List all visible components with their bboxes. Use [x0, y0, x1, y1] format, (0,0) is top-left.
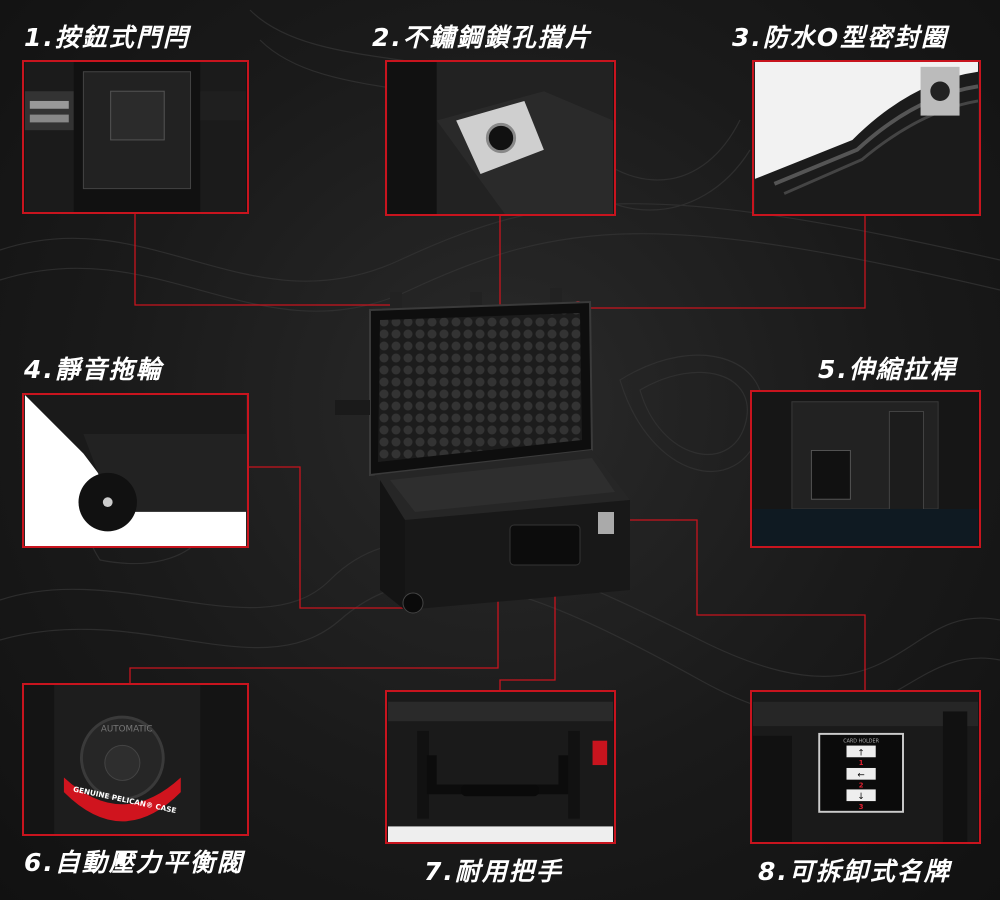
arrow-left-icon: ←: [857, 771, 864, 781]
carry-handle-image: [388, 692, 613, 842]
feature-label-o-ring: 3.防水O型密封圈: [732, 23, 949, 52]
detail-panel-carry-handle: [385, 690, 616, 844]
feature-label-latch: 1.按鈕式門閂: [24, 23, 190, 52]
arrow-up-icon: ↑: [857, 748, 864, 758]
step-2: 2: [859, 781, 864, 789]
feature-label-keyhole-plate: 2.不鏽鋼鎖孔擋片: [372, 23, 592, 52]
feature-label-handle-rod: 5.伸縮拉桿: [818, 355, 957, 384]
feature-label-nameplate: 8.可拆卸式名牌: [758, 857, 951, 886]
detail-panel-handle-rod: [750, 390, 981, 548]
valve-text-top: AUTOMATIC: [101, 725, 153, 735]
arrow-down-icon: ↓: [857, 792, 864, 802]
case-product-image: [335, 288, 630, 614]
wheel-image: [24, 395, 247, 546]
handle-rod-image: [752, 392, 979, 546]
feature-label-wheels: 4.靜音拖輪: [24, 355, 163, 384]
nameplate-image: CARD HOLDER ↑ 1 ← 2 ↓ 3: [753, 692, 978, 842]
valve-image: AUTOMATIC GENUINE PELICAN® CASE: [24, 685, 247, 834]
detail-panel-wheels: [22, 393, 249, 548]
detail-panel-keyhole-plate: [385, 60, 616, 216]
step-3: 3: [859, 803, 864, 811]
card-holder-title: CARD HOLDER: [843, 739, 879, 745]
keyhole-plate-image: [387, 62, 614, 214]
feature-label-valve: 6.自動壓力平衡閥: [24, 848, 244, 877]
latch-image: [24, 62, 247, 212]
step-1: 1: [859, 759, 864, 767]
o-ring-image: [754, 62, 979, 214]
feature-label-carry-handle: 7.耐用把手: [424, 857, 563, 886]
detail-panel-o-ring: [752, 60, 981, 216]
detail-panel-nameplate: CARD HOLDER ↑ 1 ← 2 ↓ 3: [750, 690, 981, 844]
detail-panel-valve: AUTOMATIC GENUINE PELICAN® CASE: [22, 683, 249, 836]
detail-panel-latch: [22, 60, 249, 214]
